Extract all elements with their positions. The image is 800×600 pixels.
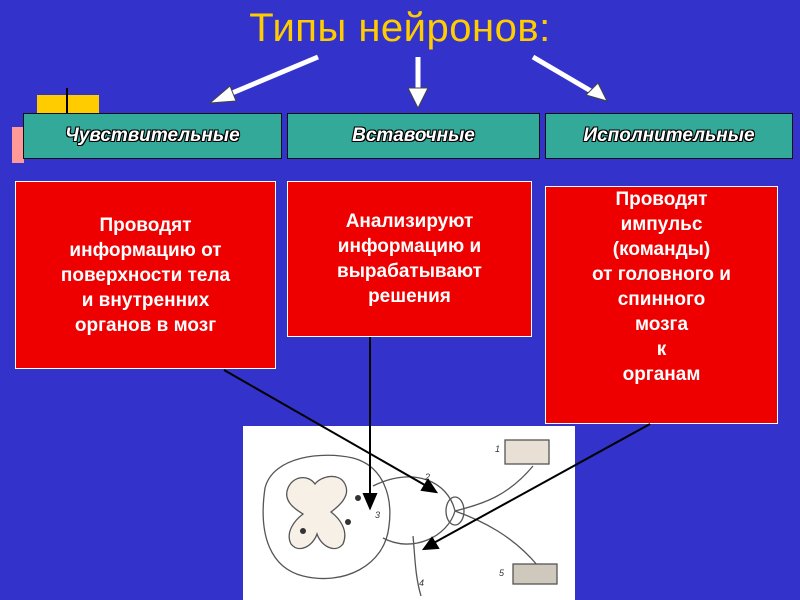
header-sensory: Чувствительные (23, 113, 282, 159)
description-line: поверхности тела (60, 264, 231, 286)
header-motor: Исполнительные (545, 113, 793, 159)
arrow-right (531, 54, 598, 97)
decor-line (66, 88, 68, 128)
neuron-body-3 (300, 528, 306, 534)
arrowhead-middle (407, 87, 429, 110)
description-line: Анализируют (345, 211, 474, 232)
muscle-effector (512, 563, 558, 585)
figure-label-2: 2 (424, 472, 430, 482)
header-interneuron: Вставочные (287, 113, 540, 159)
description-motor: Проводят импульс (команды) от головного … (545, 186, 778, 424)
description-line: Проводят (615, 189, 708, 210)
description-line: от головного и (592, 264, 731, 285)
page-title: Типы нейронов: (249, 6, 551, 50)
description-line: органам (622, 364, 701, 385)
description-line: (команды) (612, 239, 711, 260)
description-line: и внутренних (81, 289, 210, 311)
description-sensory: Проводят информацию от поверхности тела … (15, 181, 276, 369)
grey-matter (286, 475, 348, 550)
spinal-cord-drawing: 1 2 3 4 5 (262, 439, 558, 597)
neuron-body-1 (355, 495, 361, 501)
motor-fiber (454, 510, 539, 567)
arrowhead-right (585, 82, 608, 102)
figure-label-1: 1 (495, 444, 500, 454)
description-line: спинного (617, 289, 706, 310)
neuron-body-2 (345, 519, 351, 525)
description-line: решения (368, 286, 451, 307)
description-line: мозга (634, 314, 689, 335)
description-line: информацию и (337, 236, 482, 257)
reflex-arc-figure: 1 2 3 4 5 (243, 426, 575, 600)
ventral-root (412, 535, 422, 597)
description-line: Проводят (99, 214, 192, 236)
skin-receptor (504, 439, 550, 465)
description-interneuron: Анализируют информацию и вырабатывают ре… (287, 181, 532, 337)
arrowhead-left (208, 85, 237, 104)
description-line: к (656, 339, 667, 360)
figure-label-5: 5 (499, 568, 505, 578)
figure-label-4: 4 (419, 578, 424, 588)
decor-square-pink (12, 127, 24, 163)
description-line: вырабатывают (337, 261, 482, 282)
description-line: информацию от (69, 239, 222, 261)
figure-label-3: 3 (375, 510, 380, 520)
description-line: органов в мозг (74, 314, 217, 336)
arrow-left (224, 54, 319, 99)
description-line: импульс (620, 214, 703, 235)
sensory-fiber (454, 465, 534, 512)
